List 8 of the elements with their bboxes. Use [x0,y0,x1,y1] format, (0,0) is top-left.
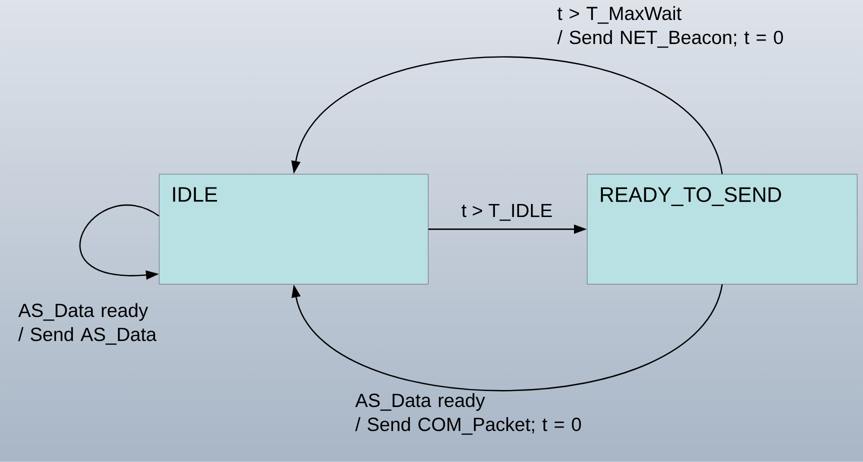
arrow [292,284,723,392]
state-box: READY_TO_SEND [587,174,858,284]
arrow [291,56,723,174]
edge-label: t > T_IDLE [462,204,552,221]
edge-label: AS_Data ready / Send COM_Packet; t = 0 [355,393,581,435]
edge-label: AS_Data ready / Send AS_Data [18,303,157,345]
edge-label: t > T_MaxWait / Send NET_Beacon; t = 0 [557,6,783,48]
state-box: IDLE [159,174,428,284]
